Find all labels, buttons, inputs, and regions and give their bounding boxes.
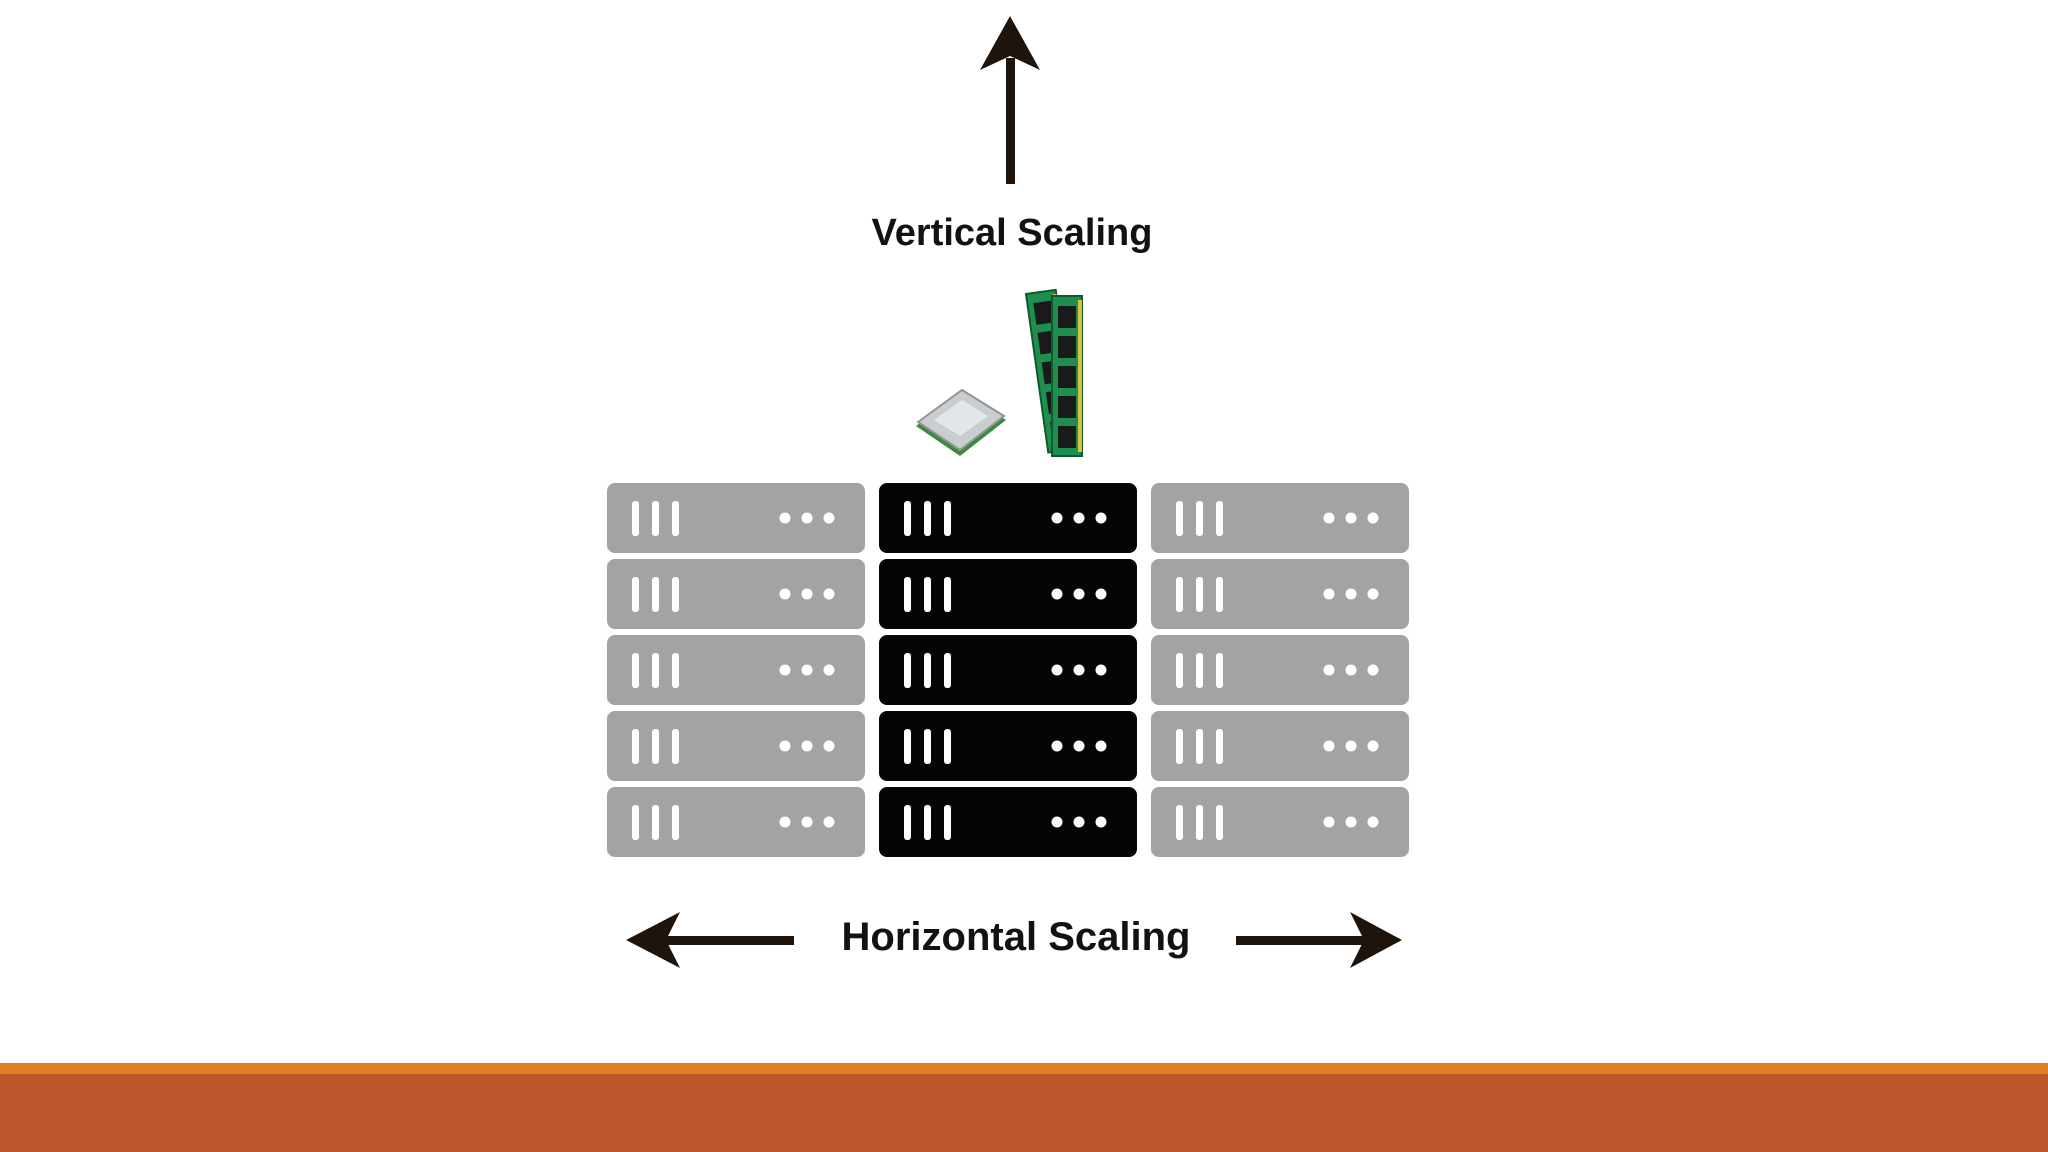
server-unit-icon bbox=[879, 635, 1137, 705]
server-rack-right bbox=[1151, 483, 1409, 857]
ram-module-icon bbox=[1051, 295, 1083, 457]
server-racks bbox=[607, 483, 1409, 857]
server-unit-icon bbox=[1151, 635, 1409, 705]
server-unit-icon bbox=[607, 559, 865, 629]
server-unit-icon bbox=[879, 483, 1137, 553]
arrow-right-icon bbox=[1236, 912, 1402, 968]
server-unit-icon bbox=[1151, 559, 1409, 629]
server-unit-icon bbox=[1151, 711, 1409, 781]
vertical-scaling-label: Vertical Scaling bbox=[871, 212, 1153, 254]
server-unit-icon bbox=[607, 787, 865, 857]
footer-accent-stripe bbox=[0, 1063, 2048, 1074]
server-unit-icon bbox=[1151, 787, 1409, 857]
server-unit-icon bbox=[607, 711, 865, 781]
server-rack-center bbox=[879, 483, 1137, 857]
server-unit-icon bbox=[1151, 483, 1409, 553]
arrow-left-icon bbox=[626, 912, 794, 968]
server-unit-icon bbox=[879, 559, 1137, 629]
server-unit-icon bbox=[879, 711, 1137, 781]
server-unit-icon bbox=[879, 787, 1137, 857]
footer-bar bbox=[0, 1074, 2048, 1152]
server-rack-left bbox=[607, 483, 865, 857]
cpu-chip-icon bbox=[916, 388, 1006, 456]
arrow-up-icon bbox=[980, 16, 1040, 184]
horizontal-scaling-label: Horizontal Scaling bbox=[841, 915, 1191, 959]
server-unit-icon bbox=[607, 483, 865, 553]
server-unit-icon bbox=[607, 635, 865, 705]
